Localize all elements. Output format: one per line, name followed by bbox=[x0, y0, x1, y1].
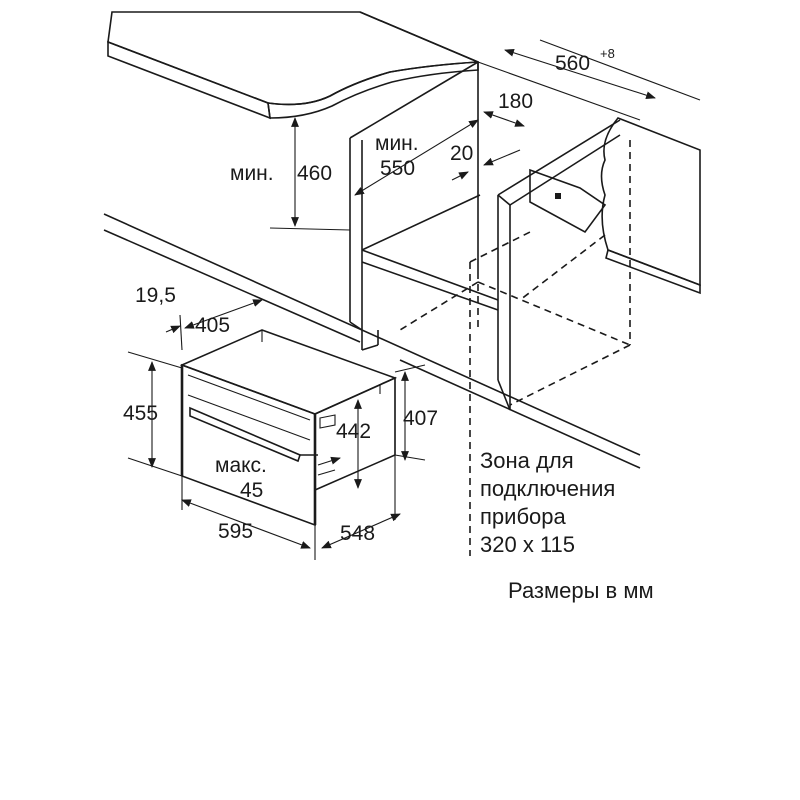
label-top-depth: 405 bbox=[195, 314, 230, 337]
cabinet-lines bbox=[103, 11, 701, 469]
svg-text:прибора: прибора bbox=[480, 504, 567, 529]
svg-text:подключения: подключения bbox=[480, 476, 615, 501]
label-min-height-prefix: мин. bbox=[230, 162, 274, 185]
connection-zone-hatch bbox=[529, 168, 607, 234]
label-door-offset: 19,5 bbox=[135, 284, 176, 307]
label-body-height: 407 bbox=[403, 407, 438, 430]
label-niche-depth-top: 180 bbox=[498, 90, 533, 113]
label-niche-width-tol: +8 bbox=[600, 46, 615, 61]
dimension-lines bbox=[127, 48, 656, 560]
label-min-depth: 550 bbox=[380, 157, 415, 180]
svg-text:Зона для: Зона для bbox=[480, 448, 574, 473]
label-total-height: 455 bbox=[123, 402, 158, 425]
niche-dashed-outline bbox=[399, 140, 631, 556]
worktop-left bbox=[107, 11, 479, 120]
connection-note: Зона для подключения прибора 320 x 115 bbox=[480, 448, 615, 557]
label-width: 595 bbox=[218, 520, 253, 543]
label-gap: 20 bbox=[450, 142, 473, 165]
dimension-labels: 560 +8 180 мин. 460 мин. 550 20 19,5 405… bbox=[123, 46, 615, 545]
units-note: Размеры в мм bbox=[508, 578, 654, 603]
label-min-height: 460 bbox=[297, 162, 332, 185]
label-handle-prefix: макс. bbox=[215, 454, 267, 477]
svg-text:320 x 115: 320 x 115 bbox=[480, 532, 575, 557]
worktop-right bbox=[600, 117, 701, 295]
label-min-depth-prefix: мин. bbox=[375, 132, 419, 155]
label-niche-width: 560 bbox=[555, 52, 590, 75]
label-depth: 548 bbox=[340, 522, 375, 545]
label-inner-height: 442 bbox=[336, 420, 371, 443]
label-handle-depth: 45 bbox=[240, 479, 263, 502]
